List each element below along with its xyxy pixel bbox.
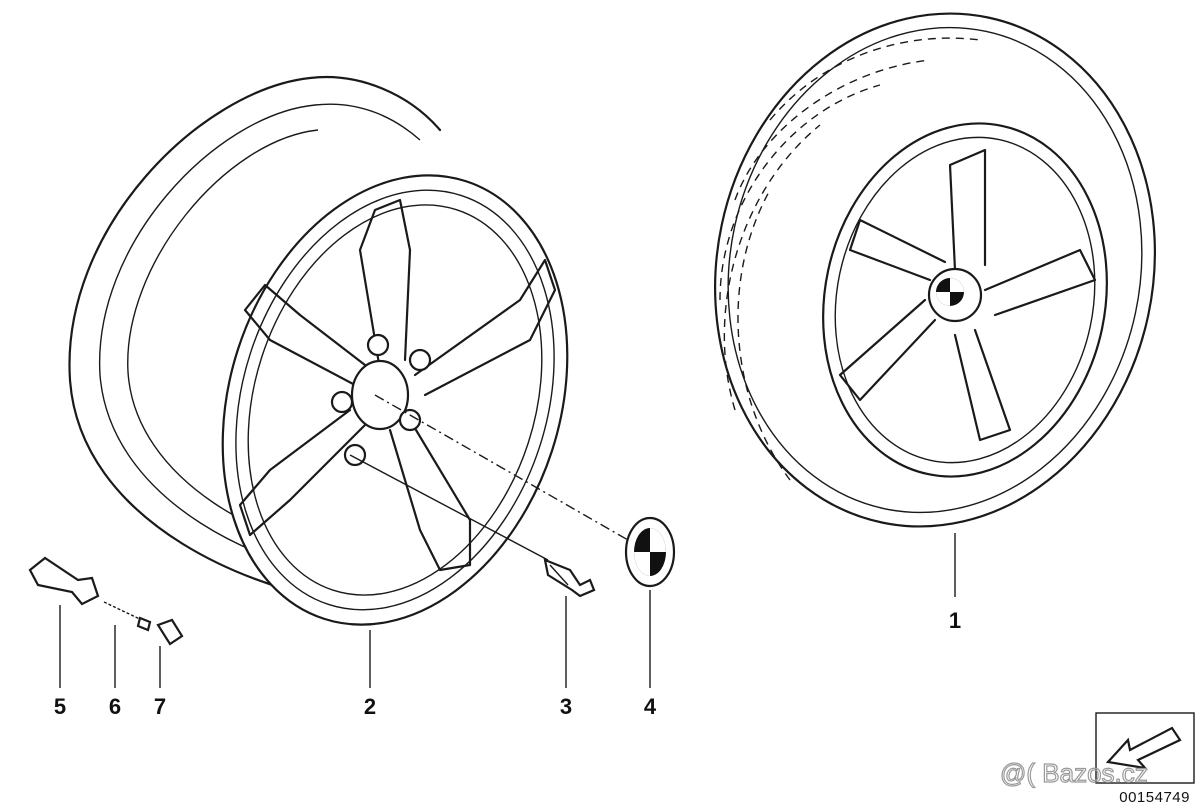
watermark: @( Bazos.cz	[1000, 758, 1148, 788]
alloy-rim	[68, 76, 569, 626]
orientation-arrow-box	[1095, 712, 1195, 784]
callout-3: 3	[560, 694, 572, 719]
bolt-hole	[398, 408, 422, 432]
bolt-hole	[330, 390, 354, 414]
hub-center-cap	[624, 516, 676, 588]
wheel-bolt	[543, 558, 596, 598]
bolt-hole	[408, 348, 432, 372]
callout-5: 5	[54, 694, 66, 719]
complete-wheel-tyre	[714, 12, 1156, 528]
callout-6: 6	[109, 694, 121, 719]
leader-lines	[59, 394, 956, 688]
wheel-spokes	[838, 148, 1097, 442]
part-number: 00154749	[1119, 789, 1190, 806]
callout-1: 1	[949, 608, 961, 633]
callout-7: 7	[154, 694, 166, 719]
callout-4: 4	[644, 694, 657, 719]
bolt-hole	[366, 333, 390, 357]
rim-hub-bore	[350, 359, 410, 431]
valve-core	[103, 601, 152, 632]
valve-cap	[156, 618, 184, 646]
callout-2: 2	[364, 694, 376, 719]
valve-stem	[28, 556, 100, 606]
rim-spokes	[238, 198, 557, 572]
arrow-icon	[1105, 726, 1182, 770]
